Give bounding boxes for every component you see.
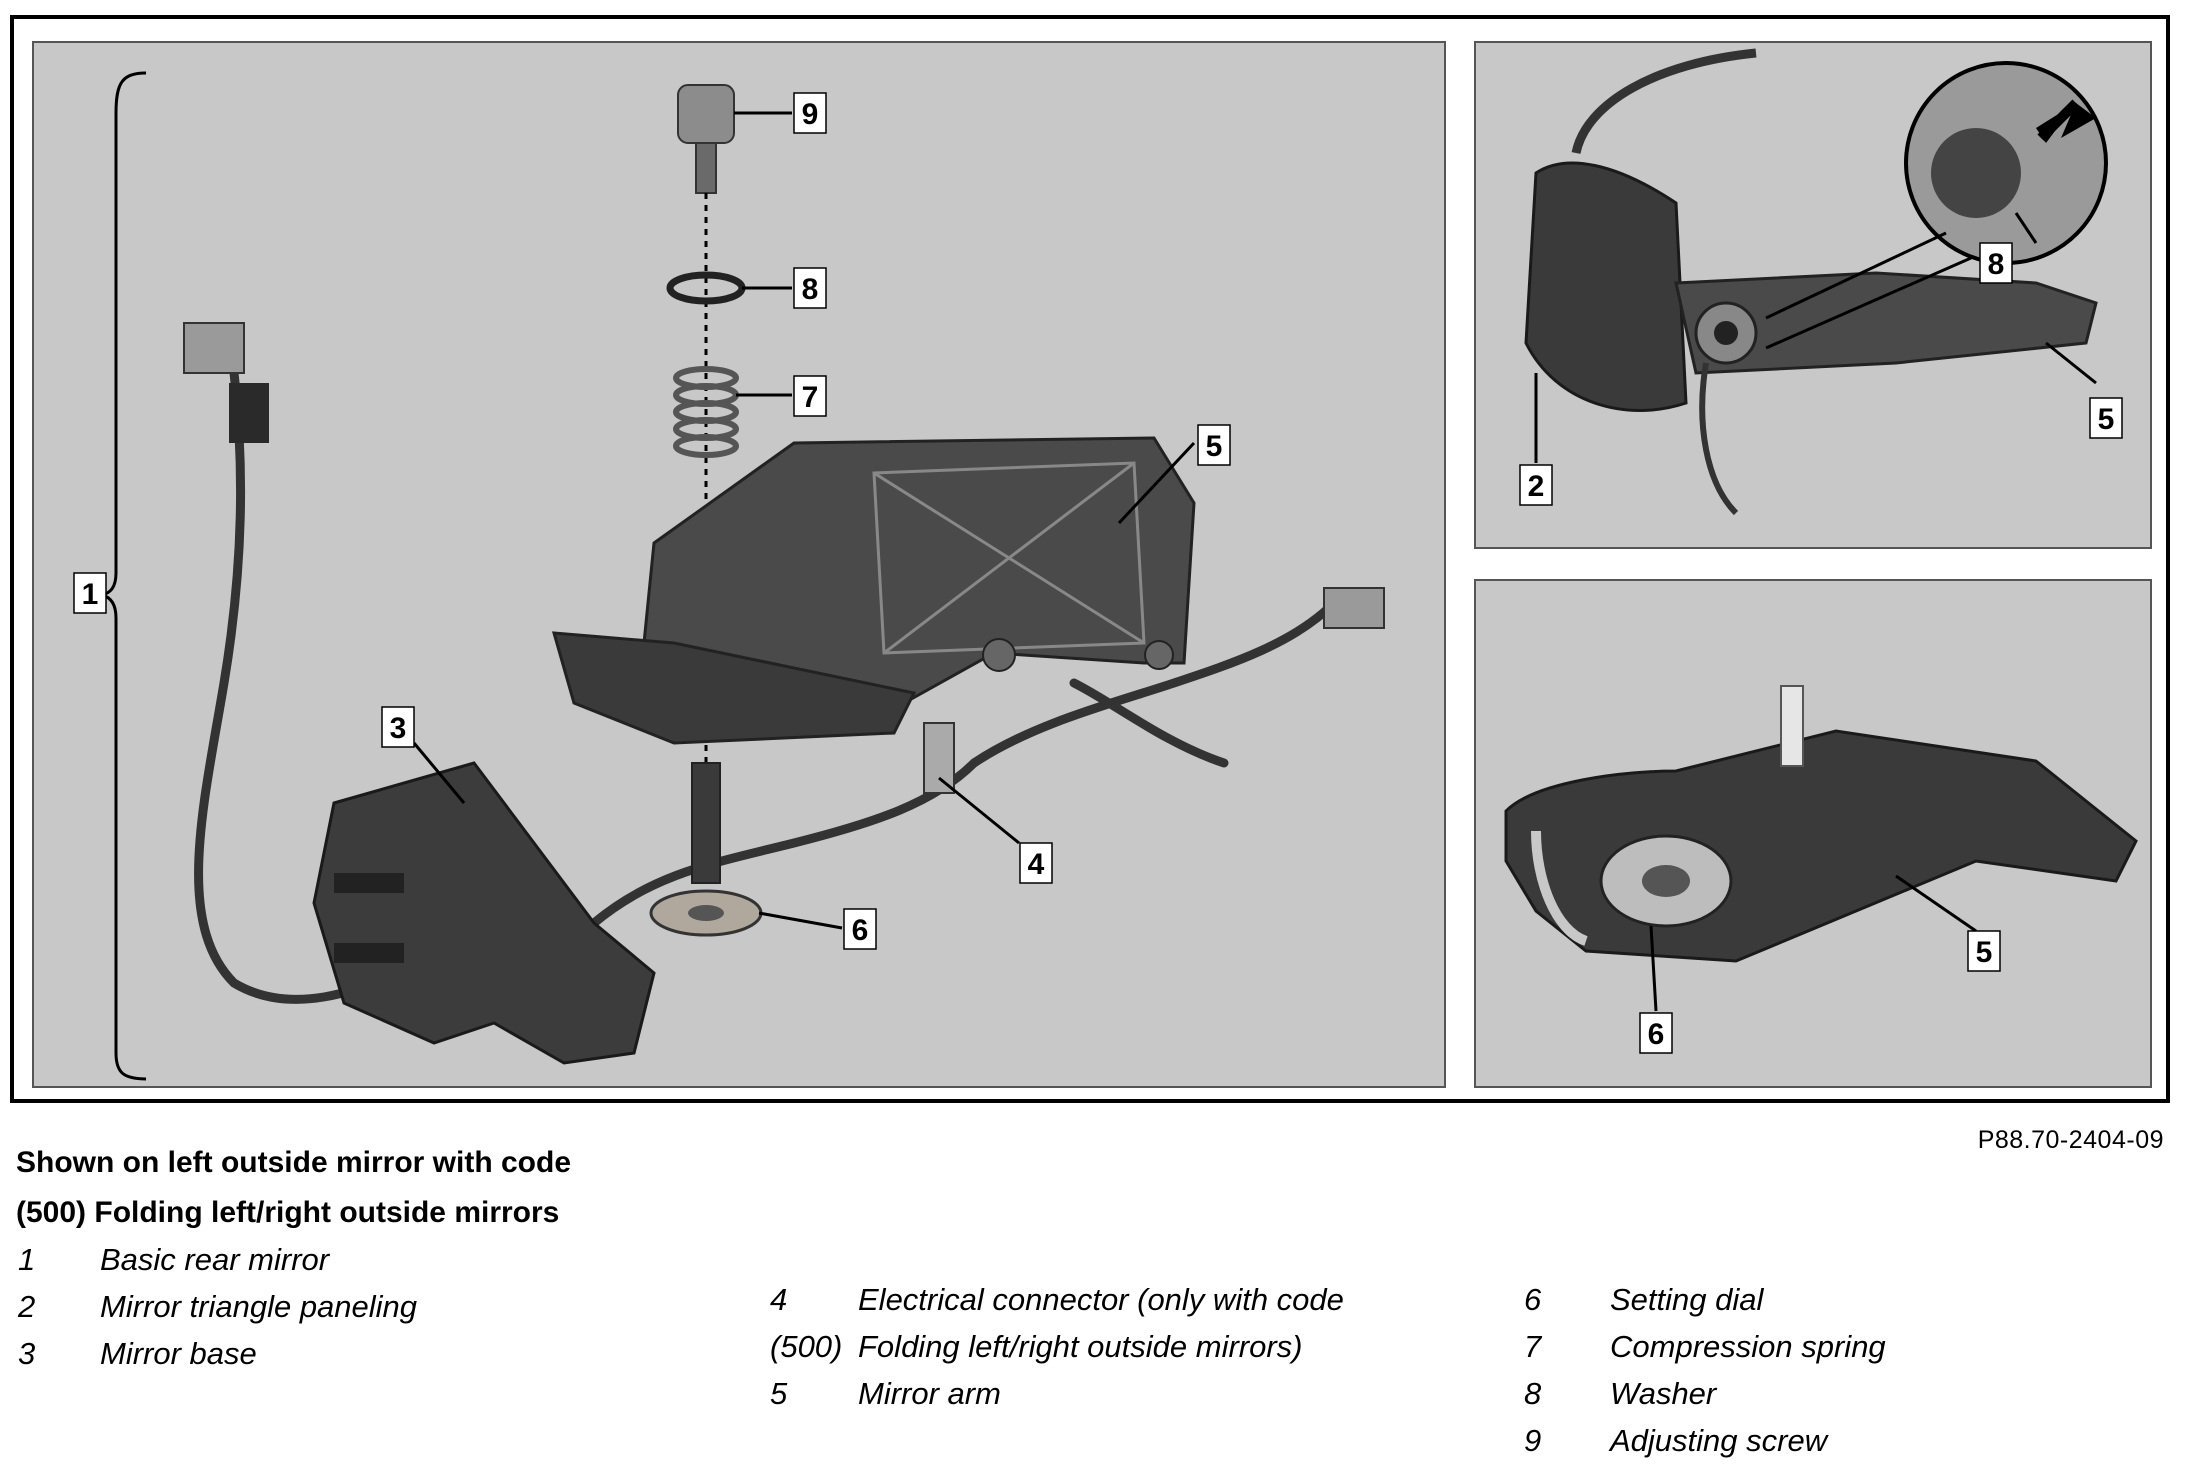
mirror-arm-underside [1504, 729, 2138, 963]
legend-item: 1 Basic rear mirror [18, 1236, 718, 1283]
legend-label: Adjusting screw [1610, 1423, 1828, 1458]
connector-stub [1780, 685, 1804, 767]
mirror-base [312, 761, 656, 1065]
mirror-arm [551, 436, 1196, 745]
legend-item: 7 Compression spring [1524, 1323, 2144, 1370]
adjusting-screw [677, 84, 735, 194]
svg-text:4: 4 [1028, 848, 1045, 881]
exploded-view-drawing: 9 8 7 5 1 3 4 6 [73, 71, 1385, 1081]
svg-text:9: 9 [802, 98, 819, 131]
callout-8: 8 [793, 267, 827, 309]
legend-number: 4 [770, 1282, 788, 1317]
legend-number: 8 [1524, 1376, 1542, 1411]
figure-frame: 9 8 7 5 1 3 4 6 [10, 15, 2170, 1103]
callout-3: 3 [381, 706, 415, 748]
document-reference: P88.70-2404-09 [1977, 1126, 2164, 1154]
detail-drawing-bottom: 5 6 [1504, 685, 2138, 1054]
leader-lines [412, 111, 1196, 930]
legend-item: 3 Mirror base [18, 1330, 718, 1377]
legend-number: 5 [770, 1376, 788, 1411]
wiring-harness [194, 368, 1339, 1004]
cable [1571, 48, 1757, 155]
callout-5: 5 [1197, 424, 1231, 466]
legend-number: 3 [18, 1336, 36, 1371]
legend-label: Compression spring [1610, 1329, 1886, 1364]
svg-text:6: 6 [852, 914, 869, 947]
callout-6: 6 [843, 908, 877, 950]
caption-heading: Shown on left outside mirror with code (… [16, 1138, 571, 1238]
legend-item: 4 Electrical connector (only with code [770, 1276, 1490, 1323]
legend-item: 6 Setting dial [1524, 1276, 2144, 1323]
callout-9: 9 [793, 92, 827, 134]
legend-item: 8 Washer [1524, 1370, 2144, 1417]
callout-2: 2 [1519, 464, 1553, 506]
detail-drawing-top: 8 2 5 [1519, 48, 2123, 516]
legend-label: Setting dial [1610, 1282, 1764, 1317]
mirror-arm-detail [1674, 271, 2098, 375]
triangle-paneling [1524, 161, 1688, 412]
legend-label: Basic rear mirror [100, 1242, 330, 1277]
callout-5: 5 [2089, 397, 2123, 439]
legend-column-3: 6 Setting dial 7 Compression spring 8 Washe… [1524, 1276, 2144, 1464]
callout-7: 7 [793, 375, 827, 417]
legend-number: 7 [1524, 1329, 1542, 1364]
caption-heading-line-1: Shown on left outside mirror with code [16, 1146, 572, 1179]
caption-heading-line-2: (500) Folding left/right outside mirrors [16, 1196, 560, 1229]
legend-number: 2 [18, 1289, 36, 1324]
svg-text:6: 6 [1648, 1018, 1665, 1051]
svg-text:2: 2 [1528, 470, 1545, 503]
legend-number: 9 [1524, 1423, 1542, 1458]
group-bracket [101, 71, 147, 1081]
svg-text:3: 3 [390, 712, 407, 745]
exploded-view-panel: 9 8 7 5 1 3 4 6 [32, 41, 1446, 1088]
svg-text:5: 5 [1976, 936, 1993, 969]
svg-text:5: 5 [1206, 430, 1223, 463]
legend-label: Mirror triangle paneling [100, 1289, 418, 1324]
legend-item: 9 Adjusting screw [1524, 1417, 2144, 1464]
detail-panel-bottom: 5 6 [1474, 579, 2152, 1088]
legend-item: 2 Mirror triangle paneling [18, 1283, 718, 1330]
callout-4: 4 [1019, 842, 1053, 884]
detail-panel-top: 8 2 5 [1474, 41, 2152, 549]
callout-5: 5 [1967, 930, 2001, 972]
svg-text:8: 8 [1988, 248, 2005, 281]
legend-column-1: 1 Basic rear mirror 2 Mirror triangle pane… [18, 1236, 718, 1377]
legend-label: Folding left/right outside mirrors) [858, 1329, 1303, 1364]
electrical-connector-right [1323, 587, 1385, 629]
svg-text:8: 8 [802, 273, 819, 306]
electrical-connector-top-left [183, 322, 269, 443]
legend-item: (500) Folding left/right outside mirrors) [770, 1323, 1490, 1370]
svg-text:1: 1 [82, 578, 99, 611]
svg-text:5: 5 [2098, 403, 2115, 436]
callout-6: 6 [1639, 1012, 1673, 1054]
callout-8: 8 [1979, 242, 2013, 284]
svg-text:7: 7 [802, 381, 819, 414]
callout-1: 1 [73, 572, 107, 614]
legend-number: 6 [1524, 1282, 1542, 1317]
electrical-connector-4 [923, 722, 955, 794]
legend-number: 1 [18, 1242, 36, 1277]
legend-label: Washer [1610, 1376, 1717, 1411]
legend-label: Electrical connector (only with code [858, 1282, 1344, 1317]
legend-label: Mirror base [100, 1336, 257, 1371]
legend-item: 5 Mirror arm [770, 1370, 1490, 1417]
setting-dial [649, 762, 763, 937]
legend-column-2: 4 Electrical connector (only with code (5… [770, 1276, 1490, 1417]
legend-number: (500) [770, 1329, 843, 1364]
legend-label: Mirror arm [858, 1376, 1001, 1411]
